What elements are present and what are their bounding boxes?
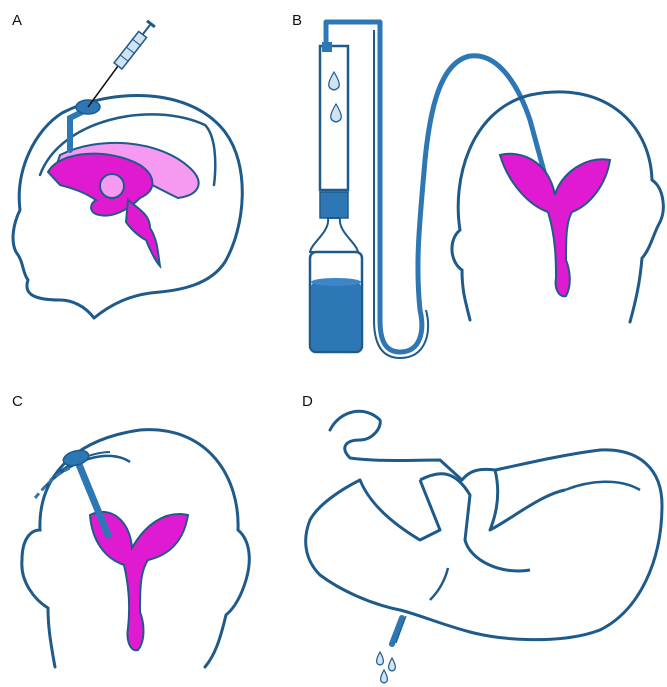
infant-limb-line	[430, 568, 448, 600]
infant-body-outline	[306, 411, 662, 639]
drip-chamber-connector	[320, 192, 348, 218]
panel-b-illustration	[310, 22, 663, 358]
infant-limb-line	[490, 470, 565, 530]
subgaleal-pocket	[35, 468, 70, 498]
panel-c-illustration	[22, 430, 249, 667]
collection-bag-fluid-surface	[311, 278, 361, 286]
thalamus-shape	[100, 174, 124, 198]
drop-icon	[377, 652, 384, 665]
subgaleal-reservoir	[62, 448, 91, 468]
panel-a-illustration	[13, 20, 242, 318]
syringe-icon	[114, 20, 156, 69]
infant-limb-line	[565, 482, 640, 490]
panel-d-illustration	[306, 411, 662, 683]
infant-limb-line	[360, 480, 440, 540]
needle	[88, 66, 118, 107]
ventricle-outflow	[126, 200, 160, 266]
drop-icon	[381, 670, 388, 683]
drop-icon	[389, 658, 396, 671]
drip-neck	[310, 218, 358, 252]
ventricle-coronal	[500, 154, 610, 297]
collection-bag-fluid	[311, 282, 361, 351]
